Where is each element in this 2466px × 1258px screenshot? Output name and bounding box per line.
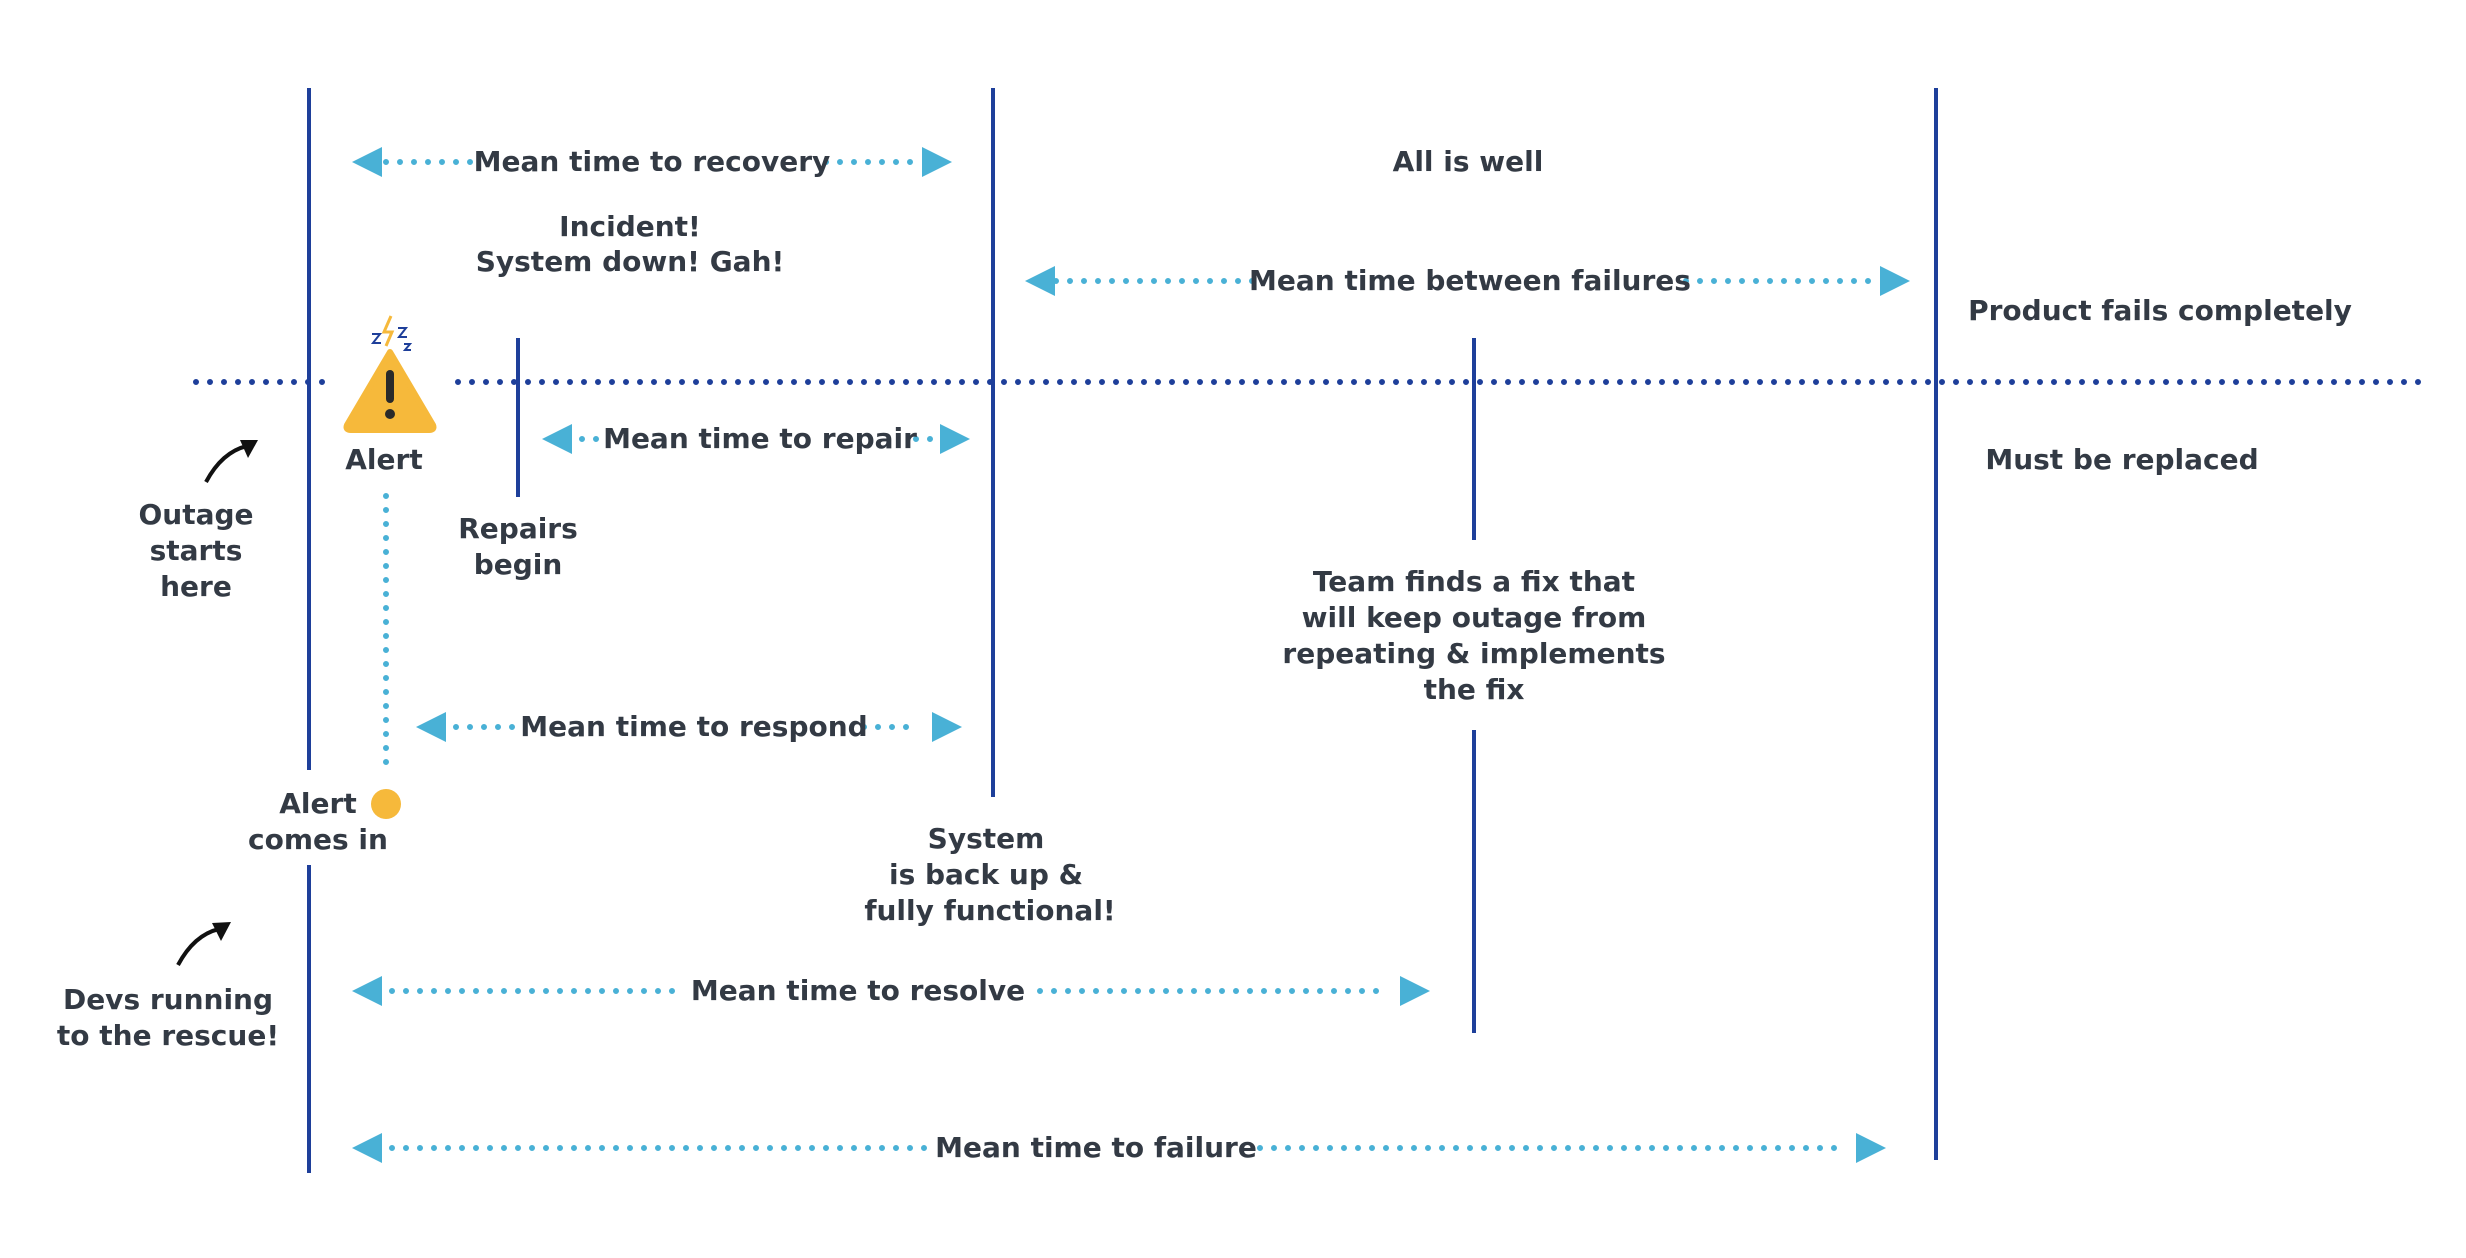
label-team-fix-line-2: will keep outage from [1302, 601, 1647, 634]
label-mean-time-to-resolve: Mean time to resolve [691, 974, 1025, 1007]
label-outage-line-1: Outage [138, 498, 253, 531]
outage-pointer-arrow [204, 440, 258, 483]
label-system-back-line-2: is back up & [889, 858, 1083, 891]
label-system-back-line-3: fully functional! [864, 894, 1115, 927]
arrow-mean-time-to-recovery [352, 147, 952, 177]
label-mean-time-between-failures: Mean time between failures [1249, 264, 1691, 297]
label-incident-line-2: System down! Gah! [476, 245, 785, 278]
label-devs-running-line-1: Devs running [63, 983, 273, 1016]
label-must-be-replaced: Must be replaced [1985, 443, 2258, 476]
label-devs-running-line-2: to the rescue! [57, 1019, 279, 1052]
labels: Mean time to recovery All is well Incide… [57, 145, 2352, 1164]
label-outage-line-3: here [160, 570, 232, 603]
label-team-fix-line-3: repeating & implements [1282, 637, 1665, 670]
label-repairs-begin-line-1: Repairs [458, 512, 578, 545]
devs-pointer-arrow [176, 922, 231, 966]
label-product-fails-completely: Product fails completely [1968, 294, 2352, 327]
arrow-mean-time-between-failures [1025, 266, 1910, 296]
label-alert-comes-in-line-1: Alert [279, 787, 356, 820]
label-team-fix-line-1: Team finds a fix that [1313, 565, 1635, 598]
label-mean-time-to-respond: Mean time to respond [520, 710, 867, 743]
label-all-is-well: All is well [1393, 145, 1544, 178]
yellow-circle-icon [371, 789, 401, 819]
label-alert-comes-in-line-2: comes in [248, 823, 388, 856]
label-incident-line-1: Incident! [559, 210, 701, 243]
label-mean-time-to-recovery: Mean time to recovery [474, 145, 831, 178]
label-mean-time-to-failure: Mean time to failure [935, 1131, 1257, 1164]
vertical-lines [307, 88, 1938, 1173]
arrow-mean-time-to-failure [352, 1133, 1886, 1163]
warning-triangle-icon [343, 315, 437, 433]
label-alert: Alert [345, 443, 422, 476]
label-system-back-line-1: System [928, 822, 1045, 855]
label-repairs-begin-line-2: begin [474, 548, 563, 581]
arrow-mean-time-to-repair [542, 424, 970, 454]
arrow-mean-time-to-resolve [352, 976, 1430, 1006]
arrow-mean-time-to-respond [416, 712, 962, 742]
label-outage-line-2: starts [150, 534, 243, 567]
label-team-fix-line-4: the fix [1424, 673, 1525, 706]
label-mean-time-to-repair: Mean time to repair [603, 422, 917, 455]
